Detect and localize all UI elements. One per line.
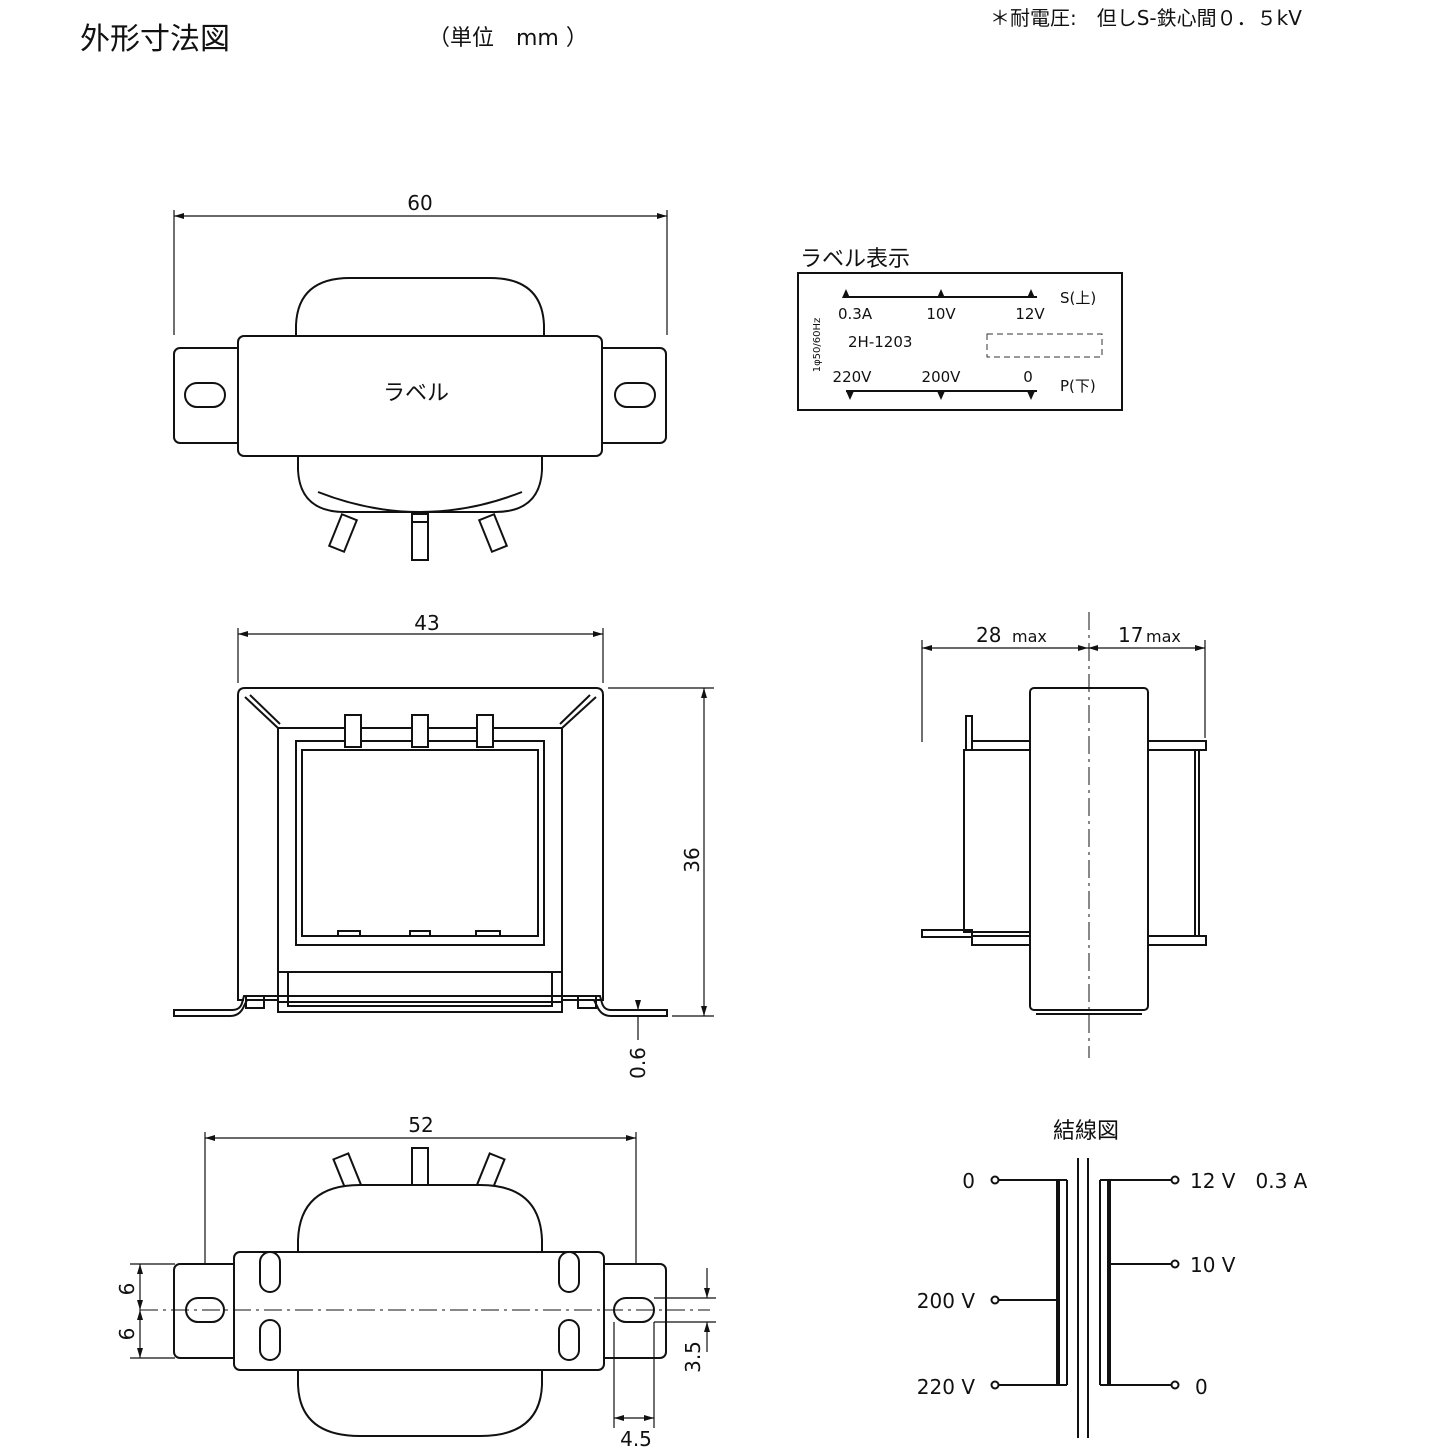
primary-top-label: 0 bbox=[962, 1169, 975, 1193]
terminal-stub bbox=[475, 930, 501, 937]
terminal bbox=[411, 714, 429, 748]
secondary-bottom-label: 0 bbox=[1195, 1375, 1208, 1399]
dim-width-60: 60 bbox=[407, 191, 432, 215]
core-slot bbox=[259, 1319, 281, 1361]
terminal-block bbox=[963, 749, 1031, 933]
mount-slot-left bbox=[184, 382, 226, 408]
label-model: 2H-1203 bbox=[848, 333, 912, 351]
label-box bbox=[797, 272, 1123, 411]
label-secondary-mid: 10V bbox=[926, 305, 956, 323]
coil-upper bbox=[295, 277, 545, 339]
frame-bevel bbox=[561, 696, 597, 729]
secondary-top-label: 12 V 0.3 A bbox=[1190, 1169, 1308, 1193]
secondary-arrow bbox=[937, 289, 945, 298]
bracket-left-bottom bbox=[971, 935, 1031, 946]
secondary-mid-label: 10 V bbox=[1190, 1253, 1236, 1277]
dim-hole-45: 4.5 bbox=[620, 1427, 652, 1448]
side-view: 28 max 17 max bbox=[921, 612, 1207, 1058]
primary-arrow bbox=[1027, 391, 1035, 400]
terminal-stub bbox=[337, 930, 361, 937]
coil-lower bbox=[297, 451, 543, 513]
base-bracket bbox=[287, 971, 553, 1007]
coil-lower bbox=[297, 1359, 543, 1437]
primary-bottom-label: 220 V bbox=[917, 1375, 976, 1399]
frame-bevel bbox=[249, 694, 281, 725]
bracket-left-top bbox=[971, 740, 1031, 751]
terminal-dot bbox=[990, 1295, 1000, 1305]
dim-width-43: 43 bbox=[414, 611, 439, 635]
label-primary-side: P(下) bbox=[1060, 377, 1096, 395]
bracket-right-top bbox=[1147, 740, 1207, 751]
core-slot bbox=[558, 1319, 580, 1361]
secondary-arrow bbox=[1027, 289, 1035, 298]
dim-right-unit: max bbox=[1146, 627, 1181, 646]
wiring-title: 結線図 bbox=[1053, 1119, 1119, 1144]
terminal-dot bbox=[1170, 1259, 1180, 1269]
coil-edge bbox=[317, 491, 523, 513]
bottom-view: 52 6 6 3.5 bbox=[115, 1113, 716, 1448]
core-bottom bbox=[233, 1251, 605, 1371]
label-text: ラベル bbox=[383, 381, 449, 406]
label-secondary-max: 12V bbox=[1015, 305, 1045, 323]
core-slot bbox=[558, 1251, 580, 1293]
foot-slot bbox=[245, 995, 265, 1009]
unit-note: （単位 mm ） bbox=[428, 26, 588, 51]
dim-left-28: 28 bbox=[976, 623, 1001, 647]
bracket-right-bottom bbox=[1147, 935, 1207, 946]
terminal-dot bbox=[990, 1175, 1000, 1185]
wiring-diagram: 結線図 0 200 V 220 V 12 V 0.3 A 10 V 0 bbox=[917, 1119, 1308, 1438]
frame-outer bbox=[237, 687, 604, 1001]
mounting-feet bbox=[173, 995, 668, 1017]
primary-arrow bbox=[937, 391, 945, 400]
terminal-right bbox=[477, 512, 509, 554]
secondary-arrow bbox=[842, 289, 850, 298]
core-slot bbox=[259, 1251, 281, 1293]
frame-bevel bbox=[559, 694, 591, 725]
foot-slot bbox=[577, 995, 597, 1009]
frame-inner bbox=[277, 727, 563, 1003]
coil-upper bbox=[297, 1184, 543, 1263]
mount-slot-right bbox=[614, 382, 656, 408]
dim-right-17: 17 bbox=[1118, 623, 1143, 647]
label-primary-zero: 0 bbox=[1023, 368, 1033, 386]
terminal bbox=[344, 714, 362, 748]
dim-thickness-06: 0.6 bbox=[626, 1047, 650, 1079]
bobbin-inner bbox=[301, 749, 539, 937]
serial-box bbox=[986, 333, 1103, 358]
label-frequency: 1φ50/60Hz bbox=[812, 318, 823, 373]
core-label-area bbox=[237, 335, 603, 457]
dim-height-36: 36 bbox=[680, 847, 704, 872]
label-display: ラベル表示 1φ50/60Hz 0.3A 10V 12V S(上) 2H-120… bbox=[797, 247, 1123, 411]
dim-left-unit: max bbox=[1012, 627, 1047, 646]
terminal-top bbox=[965, 715, 973, 751]
terminal bbox=[476, 714, 494, 748]
label-primary-mid: 200V bbox=[922, 368, 962, 386]
terminal-dot bbox=[1170, 1175, 1180, 1185]
voltage-note: ＊耐電圧: 但しS-鉄心間０．５kV bbox=[990, 6, 1302, 30]
label-secondary-side: S(上) bbox=[1060, 289, 1096, 307]
dim-lower-6: 6 bbox=[115, 1328, 139, 1341]
dim-upper-6: 6 bbox=[115, 1283, 139, 1296]
frame-bevel bbox=[244, 696, 279, 729]
terminal-base bbox=[411, 513, 429, 523]
label-secondary-current: 0.3A bbox=[838, 305, 873, 323]
top-view: 60 ラベル bbox=[173, 191, 668, 561]
primary-arrow bbox=[846, 391, 854, 400]
terminal-dot bbox=[990, 1380, 1000, 1390]
label-primary-max: 220V bbox=[833, 368, 873, 386]
dim-hole-35: 3.5 bbox=[681, 1341, 705, 1373]
label-display-heading: ラベル表示 bbox=[800, 247, 910, 272]
primary-mid-label: 200 V bbox=[917, 1289, 976, 1313]
page-title: 外形寸法図 bbox=[80, 22, 230, 57]
terminal-dot bbox=[1170, 1380, 1180, 1390]
terminal-left bbox=[327, 512, 359, 554]
terminal-stub bbox=[409, 930, 431, 937]
front-view: 43 36 0.6 bbox=[173, 611, 714, 1079]
dim-width-52: 52 bbox=[408, 1113, 433, 1137]
bobbin-outer bbox=[295, 740, 545, 946]
